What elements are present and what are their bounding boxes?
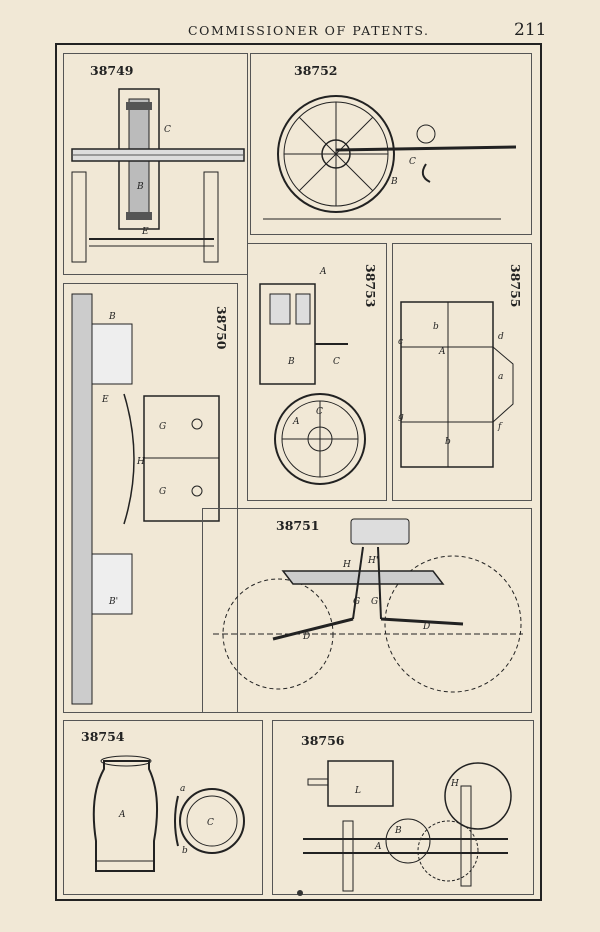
figure-label: D <box>302 632 310 642</box>
page-dot <box>297 890 303 896</box>
figure-label: B <box>108 312 116 322</box>
figure-label: A <box>438 347 446 357</box>
figure-label: A <box>118 810 126 820</box>
figure-label: G' <box>371 597 381 607</box>
figure-label: f <box>497 422 503 432</box>
figure-label: L <box>354 786 361 796</box>
figure-label: A <box>292 417 300 427</box>
figure-label: C <box>333 357 340 367</box>
figure-label: B <box>287 357 295 367</box>
patent-number: 38752 <box>294 63 338 78</box>
figure-38755: 38755 a d b A b f g c <box>392 243 532 501</box>
figure-label: b <box>445 437 451 447</box>
figure-label: B <box>390 177 398 187</box>
figure-label: C <box>207 818 214 828</box>
figure-label: C <box>164 125 171 135</box>
figure-label: C <box>409 157 416 167</box>
figure-label: H <box>342 560 351 570</box>
figure-38753-drawing: A B C A C <box>259 267 366 485</box>
patent-number: 38756 <box>301 733 345 748</box>
patent-number: 38751 <box>276 518 320 533</box>
page-number: 211 <box>514 20 547 40</box>
figure-label: H <box>136 457 145 467</box>
figure-label: B <box>394 826 402 836</box>
figure-38756: 38756 L H B A <box>272 720 534 895</box>
figure-label: g <box>398 412 404 422</box>
figure-label: G <box>159 422 166 432</box>
figure-label: C <box>316 407 323 417</box>
figure-38749-drawing: C B E <box>71 88 245 263</box>
patent-number: 38749 <box>90 63 134 78</box>
figure-label: A <box>319 267 327 277</box>
figure-38754-drawing: A a C b <box>92 755 245 872</box>
figure-38751-drawing: H H' G G' D D <box>213 518 523 693</box>
figure-38756-drawing: L H B A <box>303 760 512 892</box>
running-title: COMMISSIONER OF PATENTS. <box>188 23 430 38</box>
figure-label: D <box>422 622 430 632</box>
figure-label: B' <box>108 597 118 607</box>
figure-label: a <box>180 784 185 794</box>
figure-38750-drawing: B E G H G B' <box>71 293 220 705</box>
figure-label: d <box>498 332 504 342</box>
running-header: COMMISSIONER OF PATENTS. 211 <box>0 20 600 46</box>
figure-38750: 38750 B E G H G B' <box>63 283 238 713</box>
plate-frame: 38749 C B E 38752 <box>55 43 542 901</box>
patent-number: 38754 <box>81 729 125 744</box>
figure-label: B <box>136 182 144 192</box>
figure-38749: 38749 C B E <box>63 53 248 275</box>
figure-38753: 38753 A B C A C <box>247 243 387 501</box>
figure-label: c <box>398 337 403 347</box>
figure-38752-drawing: C B <box>263 95 517 220</box>
figure-label: H <box>450 779 459 789</box>
figure-38755-drawing: a d b A b f g c <box>398 301 514 468</box>
figure-label: a <box>498 372 503 382</box>
figure-label: E <box>101 395 109 405</box>
figure-label: G <box>353 597 360 607</box>
figure-label: E <box>141 227 149 237</box>
figure-label: H' <box>367 556 378 566</box>
figure-label: b <box>433 322 439 332</box>
figure-38754: 38754 A a C b <box>63 720 263 895</box>
figure-label: A <box>374 842 382 852</box>
figure-label: G <box>159 487 166 497</box>
figure-38751: 38751 H H' G G' D D <box>202 508 532 713</box>
figure-label: b <box>182 846 188 856</box>
figure-38752: 38752 C B <box>250 53 532 235</box>
